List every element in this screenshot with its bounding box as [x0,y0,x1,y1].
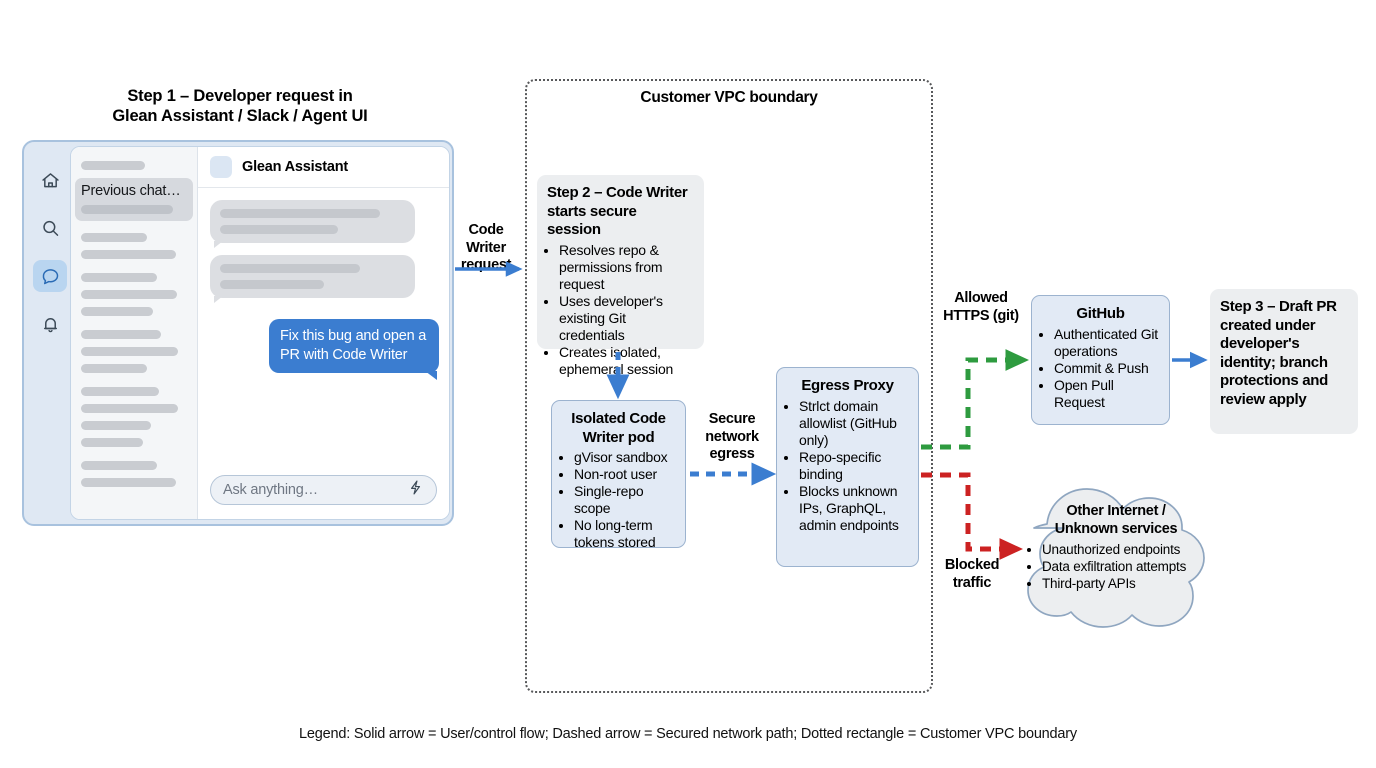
home-icon[interactable] [33,164,67,196]
arrow-allowed-https [921,349,1029,450]
cloud-title-line1: Other Internet / [1066,503,1166,519]
step1-title-line2: Glean Assistant / Slack / Agent UI [112,107,368,125]
bullet: Strlct domain allowlist (GitHub only) [799,398,908,449]
lightning-icon[interactable] [407,479,424,501]
box-github-title: GitHub [1076,305,1125,322]
cloud-content: Other Internet / Unknown services Unauth… [1030,502,1202,592]
bullet: Creates isolated, ephemeral session [559,344,694,378]
bullet: Blocks unknown IPs, GraphQL, admin endpo… [799,483,908,534]
cloud-title-line2: Unknown services [1054,521,1178,537]
bullet: Third-party APIs [1042,575,1202,592]
user-message-bubble: Fix this bug and open a PR with Code Wri… [269,319,439,380]
bullet: gVisor sandbox [574,449,675,466]
label-secure-network-egress: Secure network egress [705,411,759,462]
bullet: Data exfiltration attempts [1042,558,1202,575]
chat-icon[interactable] [33,260,67,292]
box-step3: Step 3 – Draft PR created under develope… [1210,289,1358,434]
legend: Legend: Solid arrow = User/control flow;… [299,726,1077,742]
cloud-other-internet: Other Internet / Unknown services Unauth… [1008,470,1220,635]
box-github: GitHub Authenticated Git operations Comm… [1031,295,1170,425]
ask-input[interactable]: Ask anything… [210,475,437,505]
box-step2: Step 2 – Code Writer starts secure sessi… [537,175,704,377]
list-item[interactable] [81,461,187,487]
box-github-bullets: Authenticated Git operations Commit & Pu… [1042,326,1159,411]
avatar [210,156,232,178]
list-item[interactable] [81,387,187,447]
box-pod-bullets: gVisor sandbox Non-root user Single-repo… [562,449,675,551]
conversation-header: Glean Assistant [198,147,449,188]
bullet: Uses developer's existing Git credential… [559,293,694,344]
bullet: Repo-specific binding [799,449,908,483]
bell-icon[interactable] [33,308,67,340]
step1-title: Step 1 – Developer request in Glean Assi… [30,86,450,126]
list-item[interactable] [81,273,187,316]
conversation-list[interactable]: Previous chat… [71,147,198,519]
box-step3-text: Step 3 – Draft PR created under develope… [1220,298,1337,408]
list-skeleton-line [81,161,145,170]
chat-app-window: Previous chat… [70,146,450,520]
conversation-list-item-active[interactable]: Previous chat… [75,178,193,221]
list-item[interactable] [81,330,187,373]
chat-app-sidebar-rail [28,148,72,518]
bullet: No long-term tokens stored [574,517,675,551]
box-step2-bullets: Resolves repo & permissions from request… [547,242,694,378]
box-proxy-title: Egress Proxy [801,377,894,394]
list-item[interactable] [81,233,187,259]
bullet: Unauthorized endpoints [1042,541,1202,558]
ask-input-placeholder: Ask anything… [223,482,318,498]
box-step2-title: Step 2 – Code Writer starts secure sessi… [547,184,688,238]
label-code-writer-request: Code Writer request [460,222,512,273]
conversation-pane: Glean Assistant Fix this bug and open a … [198,147,449,519]
step1-title-line1: Step 1 – Developer request in [127,87,353,105]
bullet: Non-root user [574,466,675,483]
bullet: Open Pull Request [1054,377,1159,411]
box-isolated-code-writer-pod: Isolated Code Writer pod gVisor sandbox … [551,400,686,551]
assistant-name: Glean Assistant [242,159,349,175]
box-proxy-bullets: Strlct domain allowlist (GitHub only) Re… [787,398,908,534]
assistant-message-placeholder [210,255,415,303]
list-skeleton-line [81,205,173,214]
box-pod-title: Isolated Code Writer pod [571,410,666,446]
search-icon[interactable] [33,212,67,244]
label-blocked-traffic: Blocked traffic [944,557,1000,591]
bullet: Commit & Push [1054,360,1159,377]
vpc-boundary-title: Customer VPC boundary [640,89,818,106]
bullet: Resolves repo & permissions from request [559,242,694,293]
bullet: Authenticated Git operations [1054,326,1159,360]
assistant-message-placeholder [210,200,415,248]
label-allowed-https: Allowed HTTPS (git) [943,290,1019,324]
arrow-blocked-traffic [921,472,1023,560]
bullet: Single-repo scope [574,483,675,517]
cloud-bullets: Unauthorized endpoints Data exfiltration… [1030,541,1202,592]
conversation-title: Previous chat… [81,183,181,199]
box-egress-proxy: Egress Proxy Strlct domain allowlist (Gi… [776,367,919,567]
